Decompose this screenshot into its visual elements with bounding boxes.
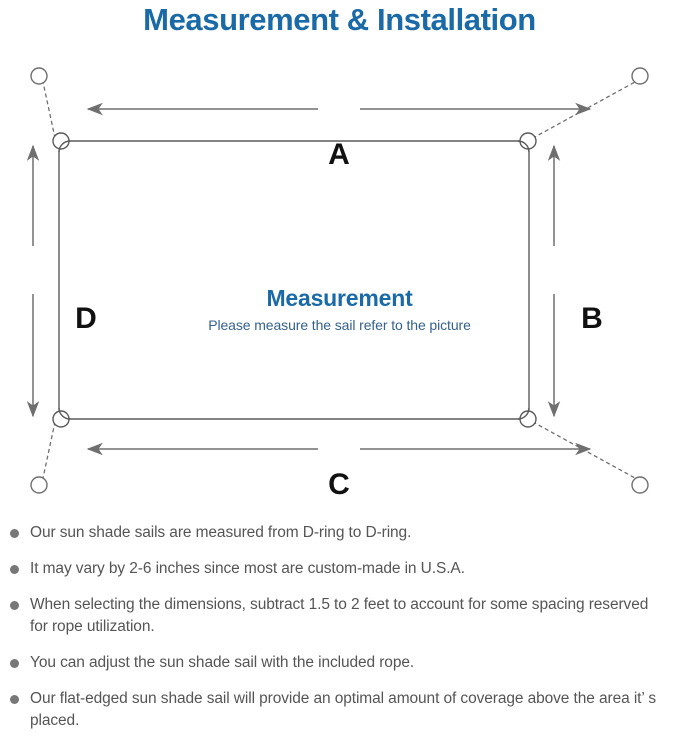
note-text: You can adjust the sun shade sail with t… [30, 654, 415, 671]
list-item: It may vary by 2-6 inches since most are… [0, 558, 679, 580]
anchor-ring-top-right [631, 67, 649, 85]
rope-line-top-left [42, 81, 56, 139]
measurement-diagram-svg [26, 67, 649, 494]
note-text: Our sun shade sails are measured from D-… [30, 524, 412, 541]
list-item: Our sun shade sails are measured from D-… [0, 522, 679, 544]
list-item: You can adjust the sun shade sail with t… [0, 652, 679, 674]
bullet-icon [10, 659, 19, 668]
sail-corner-top-left [58, 140, 71, 153]
note-text: Our flat-edged sun shade sail will provi… [30, 690, 656, 729]
sail-body [58, 140, 530, 420]
list-item: Our flat-edged sun shade sail will provi… [0, 688, 679, 732]
measurement-diagram: A C D B Measurement Please measure the s… [0, 46, 679, 512]
rope-line-top-right [532, 81, 636, 139]
sail-corner-top-right [517, 140, 530, 153]
anchor-ring-bottom-left [30, 476, 48, 494]
sail-corner-bottom-right [517, 407, 530, 420]
rope-line-bottom-right [532, 421, 636, 479]
note-text: It may vary by 2-6 inches since most are… [30, 560, 465, 577]
page-title: Measurement & Installation [143, 2, 536, 37]
bullet-icon [10, 601, 19, 610]
bullet-icon [10, 565, 19, 574]
list-item: When selecting the dimensions, subtract … [0, 594, 679, 638]
note-text: When selecting the dimensions, subtract … [30, 596, 649, 635]
dimension-label-c: C [328, 468, 350, 501]
bullet-icon [10, 529, 19, 538]
notes-list: Our sun shade sails are measured from D-… [0, 522, 679, 746]
dimension-label-d: D [75, 302, 97, 335]
anchor-ring-bottom-right [631, 476, 649, 494]
sail-corner-bottom-left [58, 407, 71, 420]
dimension-label-b: B [581, 302, 603, 335]
rope-line-bottom-left [42, 421, 56, 479]
dimension-label-a: A [328, 138, 350, 171]
bullet-icon [10, 695, 19, 704]
anchor-ring-top-left [30, 67, 48, 85]
